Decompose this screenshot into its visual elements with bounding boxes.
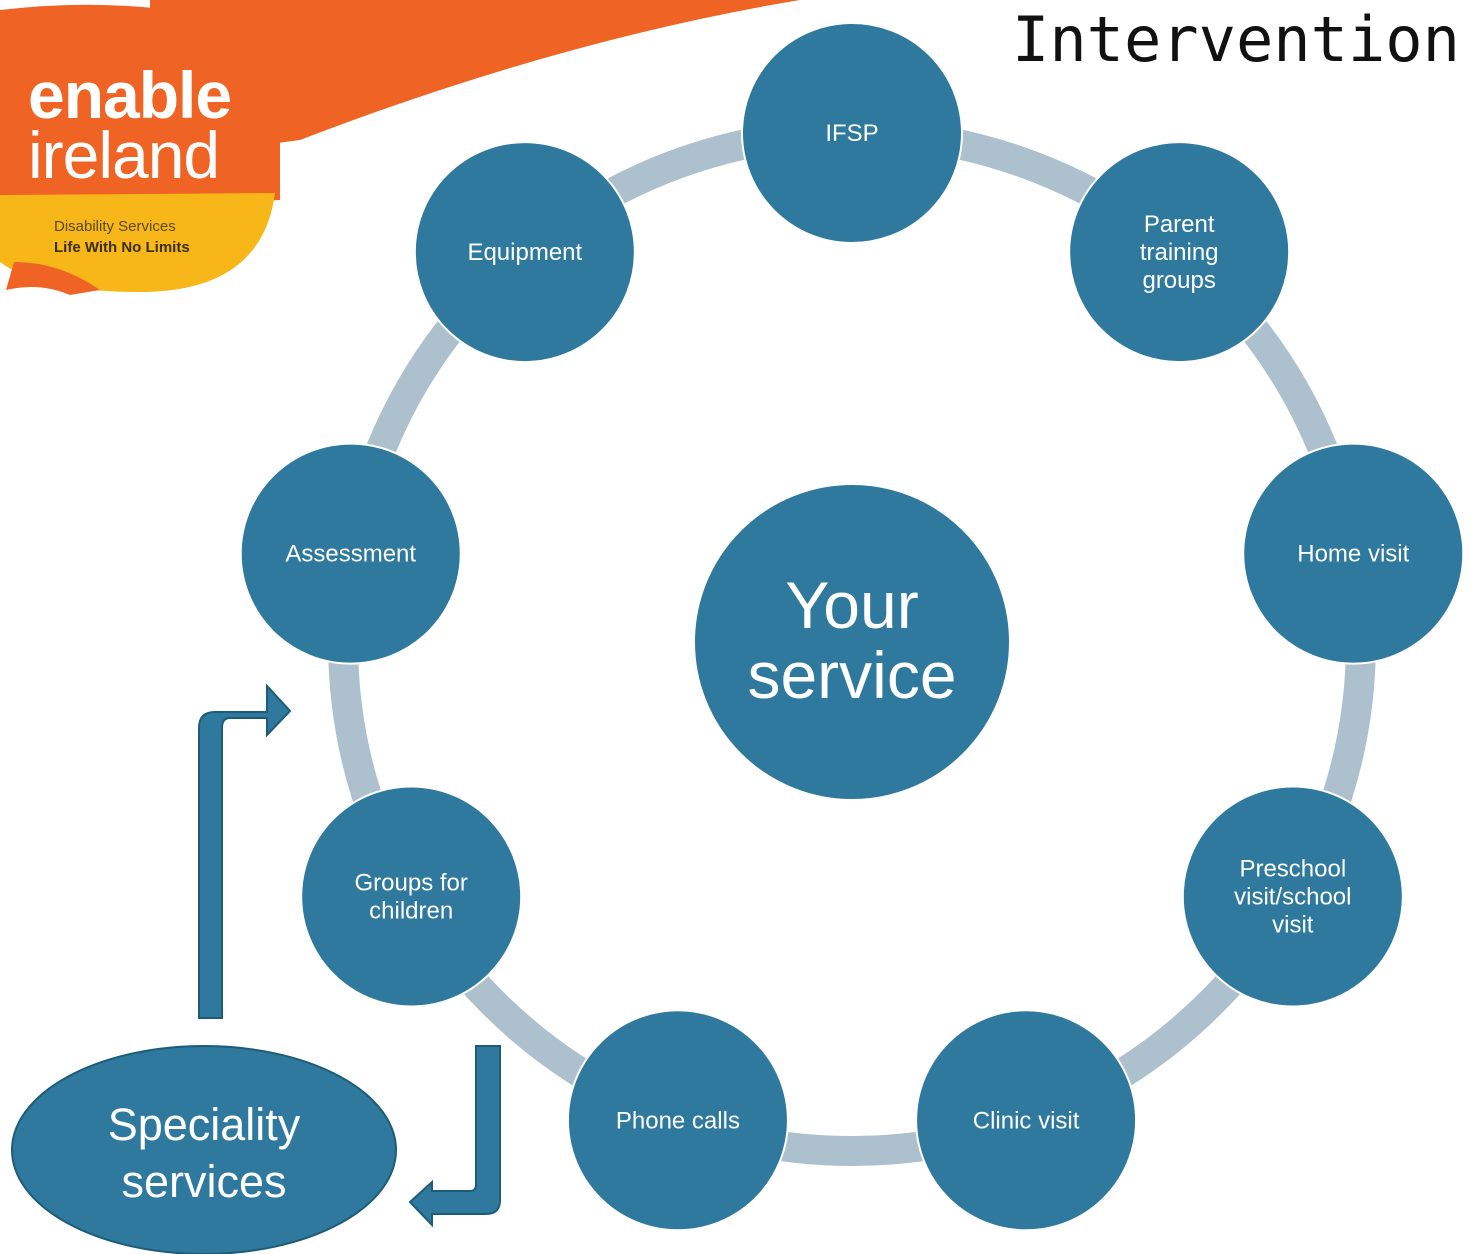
node-parent-training-groups-label-1: training xyxy=(1140,239,1219,266)
speciality-label-line1: Speciality xyxy=(108,1099,301,1150)
center-node: Your service xyxy=(693,483,1011,801)
node-ifsp-label-0: IFSP xyxy=(825,120,878,147)
node-phone-calls-label-0: Phone calls xyxy=(616,1107,740,1134)
node-assessment-label-0: Assessment xyxy=(285,541,416,568)
speciality-services-node: Speciality services xyxy=(11,1045,397,1254)
enable-ireland-logo xyxy=(0,4,280,295)
center-label-line1: Your xyxy=(785,568,918,642)
logo-tagline-1: Disability Services xyxy=(54,218,176,235)
node-home-visit: Home visit xyxy=(1242,442,1465,665)
node-preschool-school-visit-label-0: Preschool xyxy=(1239,856,1346,883)
logo-word-enable: enable xyxy=(28,58,232,132)
node-assessment: Assessment xyxy=(239,442,462,665)
node-groups-for-children-label-0: Groups for xyxy=(354,870,467,897)
node-groups-for-children-label-1: children xyxy=(369,898,453,925)
logo-word-ireland: ireland xyxy=(28,118,220,192)
arrow-up-right-icon xyxy=(198,683,292,1019)
node-preschool-school-visit-label-2: visit xyxy=(1272,912,1314,939)
node-preschool-school-visit-label-1: visit/school xyxy=(1234,884,1351,911)
logo-tagline-2: Life With No Limits xyxy=(54,239,190,256)
node-equipment: Equipment xyxy=(413,141,636,364)
node-clinic-visit-label-0: Clinic visit xyxy=(973,1107,1080,1134)
node-clinic-visit: Clinic visit xyxy=(915,1009,1138,1232)
node-phone-calls: Phone calls xyxy=(566,1009,789,1232)
page-title: Intervention xyxy=(1012,3,1460,76)
node-parent-training-groups-label-2: groups xyxy=(1142,267,1215,294)
speciality-label-line2: services xyxy=(121,1156,286,1207)
node-home-visit-label-0: Home visit xyxy=(1297,541,1409,568)
center-label-line2: service xyxy=(747,638,956,712)
node-parent-training-groups-label-0: Parent xyxy=(1144,211,1215,238)
node-ifsp: IFSP xyxy=(741,22,963,244)
banner-swoosh xyxy=(150,0,800,160)
arrow-down-left-icon xyxy=(408,1045,501,1228)
node-equipment-label-0: Equipment xyxy=(467,239,582,266)
